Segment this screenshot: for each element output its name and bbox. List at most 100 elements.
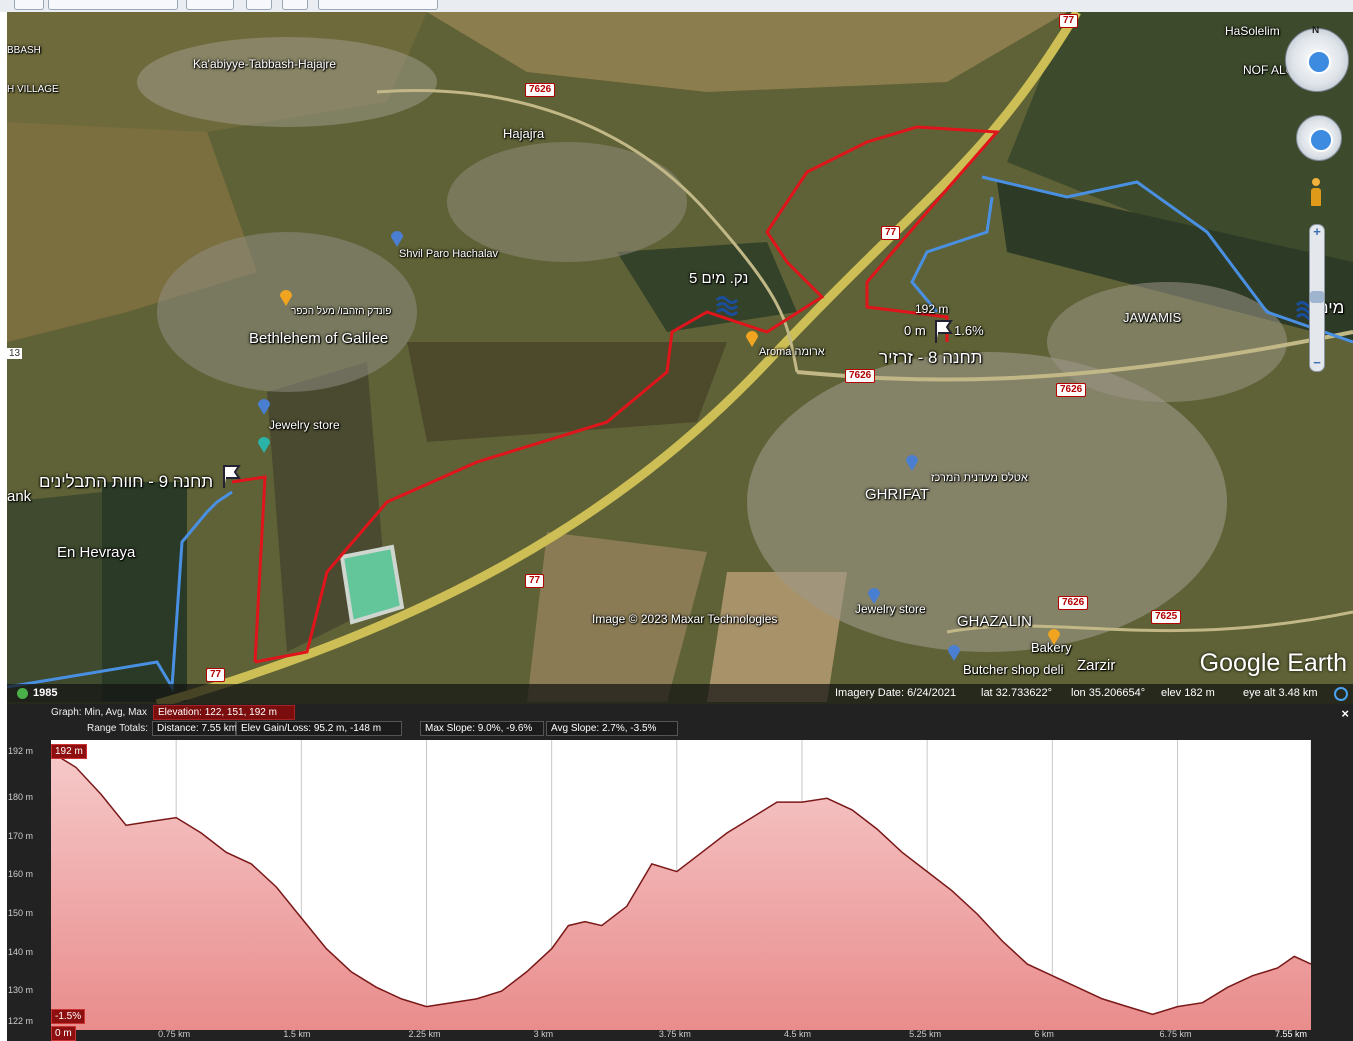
map-label: H VILLAGE (7, 84, 59, 95)
water-wave-icon[interactable] (715, 294, 743, 316)
map-label: Bethlehem of Galilee (249, 330, 389, 347)
elevation-area (51, 752, 1311, 1030)
map-status-bar: 1985 Imagery Date: 6/24/2021 lat 32.7336… (7, 684, 1353, 704)
y-tick-label: 130 m (8, 985, 34, 996)
max-slope-stat: Max Slope: 9.0%, -9.6% (420, 721, 544, 736)
y-tick-label: 192 m (8, 746, 34, 756)
road-shield: 7626 (845, 369, 876, 383)
satellite-map-view[interactable]: BBASH H VILLAGE Ka'abiyye-Tabbash-Hajajr… (7, 12, 1353, 704)
y-tick-label: 160 m (8, 869, 34, 880)
loading-status-icon (1334, 687, 1348, 701)
toolbar-strip (0, 0, 1353, 12)
look-around-control[interactable]: N (1285, 25, 1349, 92)
road-shield: 77 (206, 668, 226, 682)
zoom-in-icon[interactable]: + (1313, 224, 1321, 239)
terrain-patch (427, 12, 1067, 92)
zoom-slider-handle[interactable] (1310, 291, 1324, 303)
hotel-pin-icon[interactable] (279, 289, 293, 307)
avg-slope-stat: Avg Slope: 2.7%, -3.5% (546, 721, 678, 736)
toolbar-button[interactable] (318, 0, 438, 10)
highway-77 (155, 12, 1081, 704)
latitude-readout: lat 32.733622° (981, 687, 1053, 699)
zoom-out-icon[interactable]: − (1313, 355, 1321, 370)
map-label: Hajajra (503, 126, 545, 141)
shop-pin-icon[interactable] (905, 454, 919, 472)
road-shield: 7625 (1151, 610, 1182, 624)
x-tick-label: 1.5 km (283, 1029, 311, 1039)
elevation-line (51, 751, 1311, 1016)
map-label: נק. מים 5 (689, 270, 749, 287)
map-label: 192 m (915, 302, 949, 316)
elevation-readout: elev 182 m (1161, 687, 1215, 699)
x-tick-label: 2.25 km (408, 1029, 441, 1039)
map-label: Shvil Paro Hachalav (399, 248, 499, 260)
y-tick-label: 122 m (8, 1016, 34, 1026)
elevation-profile-panel: Graph: Min, Avg, Max Elevation: 122, 151… (7, 704, 1353, 1041)
elevation-stats: Elevation: 122, 151, 192 m (153, 705, 295, 720)
x-tick-label: 3.75 km (658, 1029, 691, 1039)
terrain-patch (102, 482, 187, 702)
graph-label: Graph: Min, Avg, Max (51, 707, 147, 718)
y-tick-label: 170 m (8, 830, 34, 841)
cafe-pin-icon[interactable] (745, 330, 759, 348)
map-label: 1.6% (954, 323, 984, 338)
road-shield: 77 (525, 574, 545, 588)
x-tick-label: 6 km (1034, 1029, 1054, 1039)
distance-stat: Distance: 7.55 km (152, 721, 237, 736)
shop-pin-icon[interactable] (257, 398, 271, 416)
x-tick-label: 3 km (533, 1029, 554, 1039)
zoom-slider[interactable]: + − (1309, 224, 1325, 372)
town-area (747, 352, 1227, 652)
town-area (157, 232, 417, 392)
town-area (137, 37, 437, 127)
map-label: תחנה 9 - חוות התבלינים (39, 472, 214, 491)
map-label: HaSolelim (1225, 24, 1280, 38)
eye-altitude-readout: eye alt 3.48 km (1243, 687, 1318, 699)
map-label: Jewelry store (855, 602, 926, 616)
map-label: Butcher shop deli (963, 662, 1064, 677)
map-label: 0 m (904, 323, 926, 338)
red-route (231, 125, 1001, 664)
eye-icon (1307, 50, 1331, 74)
toolbar-button[interactable] (186, 0, 234, 10)
move-control[interactable] (1296, 115, 1342, 161)
x-tick-label: 0.75 km (158, 1029, 191, 1039)
hand-icon (1309, 128, 1333, 152)
terrain-patch (407, 342, 727, 442)
bakery-pin-icon[interactable] (1047, 628, 1061, 646)
map-label: Aroma ארומה (759, 346, 825, 358)
blue-trail-link (910, 196, 994, 313)
flag-icon[interactable] (221, 464, 243, 490)
map-label: En Hevraya (57, 544, 136, 561)
start-distance-tag: 0 m (51, 1026, 76, 1041)
street-view-pegman-icon[interactable] (1309, 178, 1323, 208)
x-tick-label: 7.55 km (1275, 1029, 1308, 1039)
blue-trail-west (7, 490, 233, 692)
map-label: Ka'abiyye-Tabbash-Hajajre (193, 57, 337, 71)
toolbar-button[interactable] (246, 0, 272, 10)
butcher-pin-icon[interactable] (947, 644, 961, 662)
map-label: BBASH (7, 45, 41, 56)
flag-icon[interactable] (933, 319, 955, 345)
map-label: אטלס מעדנית המרכז (931, 472, 1028, 484)
dairy-pin-icon[interactable] (390, 230, 404, 248)
shop-pin-icon[interactable] (257, 436, 271, 454)
toolbar-button[interactable] (14, 0, 44, 10)
map-label: פונדק הזהבו/ מעל הכפר (291, 306, 392, 317)
map-terrain (7, 12, 1353, 704)
map-label: Bakery (1031, 640, 1072, 655)
y-tick-label: 150 m (8, 908, 34, 918)
toolbar-button[interactable] (282, 0, 308, 10)
close-profile-button[interactable]: × (1341, 706, 1349, 721)
max-elevation-tag: 192 m (51, 744, 87, 759)
google-earth-logo: Google Earth (1199, 649, 1347, 677)
historical-imagery-icon[interactable] (17, 688, 28, 699)
elevation-chart[interactable] (51, 740, 1311, 1030)
road-shield: 77 (1059, 14, 1079, 28)
shop-pin-icon[interactable] (867, 587, 881, 605)
map-label: תחנה 8 - זרזיר (879, 348, 983, 367)
road-shield: 7626 (1058, 596, 1089, 610)
toolbar-button[interactable] (48, 0, 178, 10)
town-area (447, 142, 687, 262)
map-label: JAWAMIS (1123, 310, 1182, 325)
